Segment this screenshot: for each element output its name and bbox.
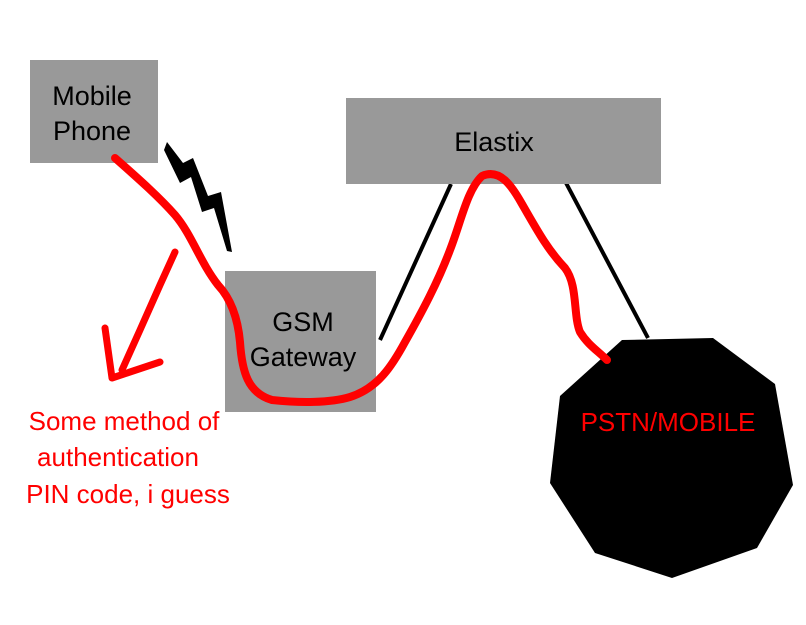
pstn-mobile-label: PSTN/MOBILE xyxy=(581,407,756,437)
mobile-phone-label-line2: Phone xyxy=(53,116,131,146)
mobile-phone-box xyxy=(30,60,158,163)
mobile-phone-node: Mobile Phone xyxy=(30,60,158,163)
annotation-line3: PIN code, i guess xyxy=(26,479,230,509)
gsm-gateway-label-line2: Gateway xyxy=(250,342,357,372)
authentication-annotation: Some method of authentication PIN code, … xyxy=(26,406,230,509)
annotation-line2: authentication xyxy=(37,442,199,472)
gsm-gateway-label-line1: GSM xyxy=(272,307,334,337)
elastix-node: Elastix xyxy=(346,98,661,184)
gsm-gateway-node: GSM Gateway xyxy=(225,271,376,412)
pstn-mobile-octagon xyxy=(550,338,793,578)
lightning-bolt-icon xyxy=(164,142,232,252)
pstn-mobile-node: PSTN/MOBILE xyxy=(550,338,793,578)
elastix-label: Elastix xyxy=(454,127,534,157)
annotation-line1: Some method of xyxy=(29,406,221,436)
connector-elastix-gateway xyxy=(378,183,453,341)
call-path-scribble xyxy=(111,154,611,406)
annotation-arrow xyxy=(101,248,179,382)
mobile-phone-label-line1: Mobile xyxy=(52,81,132,111)
elastix-box xyxy=(346,98,661,184)
connector-elastix-pstn xyxy=(563,180,650,339)
